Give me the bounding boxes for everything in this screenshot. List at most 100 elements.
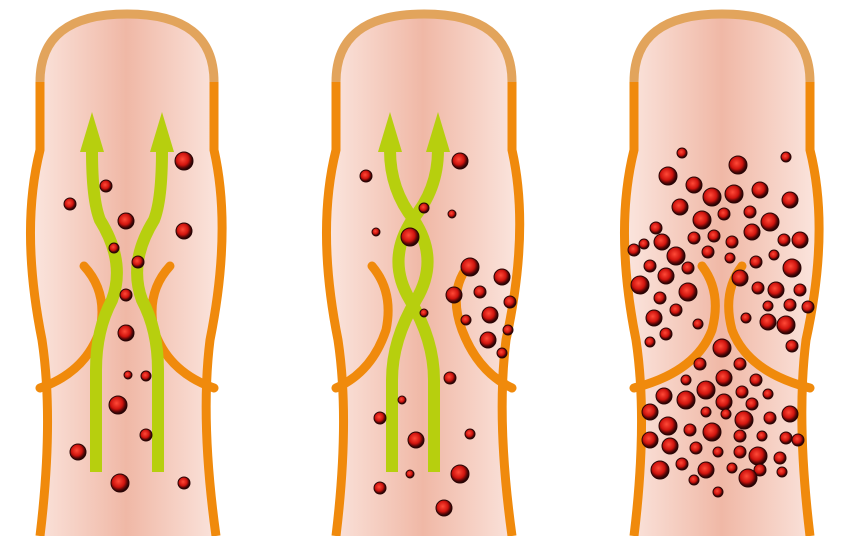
blood-cell [713, 447, 723, 457]
blood-cell [374, 482, 386, 494]
blood-cell [689, 475, 699, 485]
blood-cell [734, 358, 746, 370]
blood-cell [741, 313, 751, 323]
blood-cell [727, 463, 737, 473]
blood-cell [406, 470, 414, 478]
blood-cell [763, 301, 773, 311]
blood-cell [398, 396, 406, 404]
panel-crossing-flow-valve [326, 14, 519, 536]
blood-cell [729, 156, 747, 174]
blood-cell [786, 340, 798, 352]
blood-cell [141, 371, 151, 381]
blood-cell [100, 180, 112, 192]
blood-cell [780, 432, 792, 444]
blood-cell [672, 199, 688, 215]
blood-cell [120, 289, 132, 301]
blood-cell [679, 283, 697, 301]
blood-cell [448, 210, 456, 218]
blood-cell [777, 467, 787, 477]
blood-cell [628, 244, 640, 256]
blood-cell [734, 446, 746, 458]
blood-cell [716, 394, 732, 410]
blood-cell [708, 230, 720, 242]
blood-cell [660, 328, 672, 340]
blood-cell [651, 461, 669, 479]
blood-cell [420, 309, 428, 317]
blood-cell [667, 247, 685, 265]
blood-cell [677, 148, 687, 158]
blood-cell [444, 372, 456, 384]
blood-cell [792, 232, 808, 248]
blood-cell [654, 234, 670, 250]
blood-cell [750, 374, 762, 386]
blood-cell [408, 432, 424, 448]
blood-cell [639, 239, 649, 249]
blood-cell [140, 429, 152, 441]
blood-cell [684, 424, 696, 436]
blood-cell [713, 487, 723, 497]
blood-cell [739, 469, 757, 487]
blood-cell [482, 307, 498, 323]
blood-cell [176, 223, 192, 239]
blood-cell [792, 434, 804, 446]
blood-cell [659, 417, 677, 435]
blood-cell [781, 152, 791, 162]
blood-cell [503, 325, 513, 335]
blood-cell [124, 371, 132, 379]
blood-cell [716, 370, 732, 386]
blood-cell [461, 315, 471, 325]
blood-cell [782, 406, 798, 422]
blood-cell [784, 299, 796, 311]
blood-cell [701, 407, 711, 417]
blood-cell [401, 228, 419, 246]
blood-cell [659, 167, 677, 185]
blood-cell [761, 213, 779, 231]
vessel-body [30, 14, 222, 536]
panel-clotted-valve [624, 14, 819, 536]
blood-cell [654, 292, 666, 304]
blood-cell [713, 339, 731, 357]
blood-cell [782, 192, 798, 208]
blood-cell [676, 458, 688, 470]
blood-cell [175, 152, 193, 170]
blood-cell [725, 185, 743, 203]
blood-cell [688, 232, 700, 244]
blood-cell [178, 477, 190, 489]
blood-cell [736, 386, 748, 398]
blood-cell [374, 412, 386, 424]
blood-cell [698, 462, 714, 478]
blood-cell [446, 287, 462, 303]
blood-cell [360, 170, 372, 182]
blood-cell [465, 429, 475, 439]
blood-cell [734, 430, 746, 442]
blood-cell [721, 409, 731, 419]
blood-cell [744, 224, 760, 240]
blood-cell [702, 246, 714, 258]
blood-cell [642, 404, 658, 420]
blood-cell [769, 250, 779, 260]
blood-cell [494, 269, 510, 285]
blood-cell [749, 447, 767, 465]
blood-cell [662, 438, 678, 454]
blood-cell [644, 260, 656, 272]
blood-cell [750, 256, 762, 268]
blood-cell [763, 389, 773, 399]
blood-cell [646, 310, 662, 326]
blood-cell [645, 337, 655, 347]
blood-cell [726, 236, 738, 248]
blood-cell [752, 182, 768, 198]
blood-cell [109, 243, 119, 253]
blood-cell [735, 411, 753, 429]
blood-cell [703, 423, 721, 441]
blood-cell [480, 332, 496, 348]
blood-cell [670, 304, 682, 316]
blood-cell [732, 270, 748, 286]
blood-cell [757, 431, 767, 441]
blood-cell [118, 325, 134, 341]
blood-cell [778, 234, 790, 246]
blood-cell [725, 253, 735, 263]
blood-cell [118, 213, 134, 229]
blood-cell [777, 316, 795, 334]
blood-cell [697, 381, 715, 399]
